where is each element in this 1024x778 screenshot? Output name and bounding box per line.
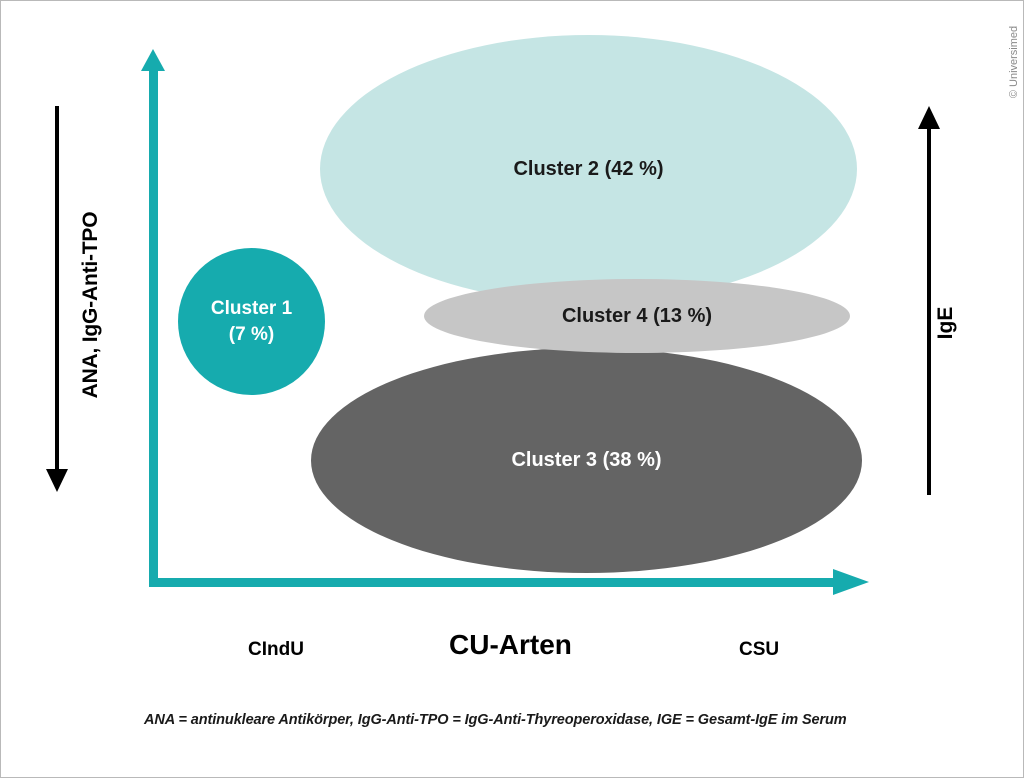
y-axis-arrowhead-icon — [141, 49, 165, 71]
left-gradient-arrow-shaft — [55, 106, 59, 474]
cluster-4-ellipse[interactable]: Cluster 4 (13 %) — [424, 279, 850, 353]
cluster-4-label: Cluster 4 (13 %) — [561, 304, 713, 327]
figure-footnote: ANA = antinukleare Antikörper, IgG-Anti-… — [144, 712, 847, 728]
x-axis-title: CU-Arten — [449, 629, 572, 660]
copyright-notice: © Universimed — [1008, 25, 1020, 99]
x-axis-line — [149, 578, 835, 587]
cluster-1-percent: (7 %) — [228, 323, 275, 345]
cluster-3-ellipse[interactable]: Cluster 3 (38 %) — [311, 348, 862, 573]
cluster-1-circle[interactable]: Cluster 1 (7 %) — [178, 248, 325, 395]
down-arrow-icon — [46, 469, 68, 492]
x-axis-arrowhead-icon — [833, 569, 869, 595]
x-axis-left-category-label: CIndU — [248, 639, 304, 660]
cluster-1-label: Cluster 1 — [210, 297, 293, 319]
cluster-2-ellipse[interactable]: Cluster 2 (42 %) — [320, 35, 857, 303]
left-axis-label: ANA, IgG-Anti-TPO — [79, 211, 102, 399]
right-gradient-arrow-shaft — [927, 129, 931, 495]
cluster-2-label: Cluster 2 (42 %) — [513, 157, 664, 180]
right-axis-label: IgE — [934, 306, 957, 340]
y-axis-line — [149, 63, 158, 586]
x-axis-right-category-label: CSU — [739, 639, 780, 660]
up-arrow-icon — [918, 106, 940, 129]
cluster-3-label: Cluster 3 (38 %) — [511, 449, 662, 471]
